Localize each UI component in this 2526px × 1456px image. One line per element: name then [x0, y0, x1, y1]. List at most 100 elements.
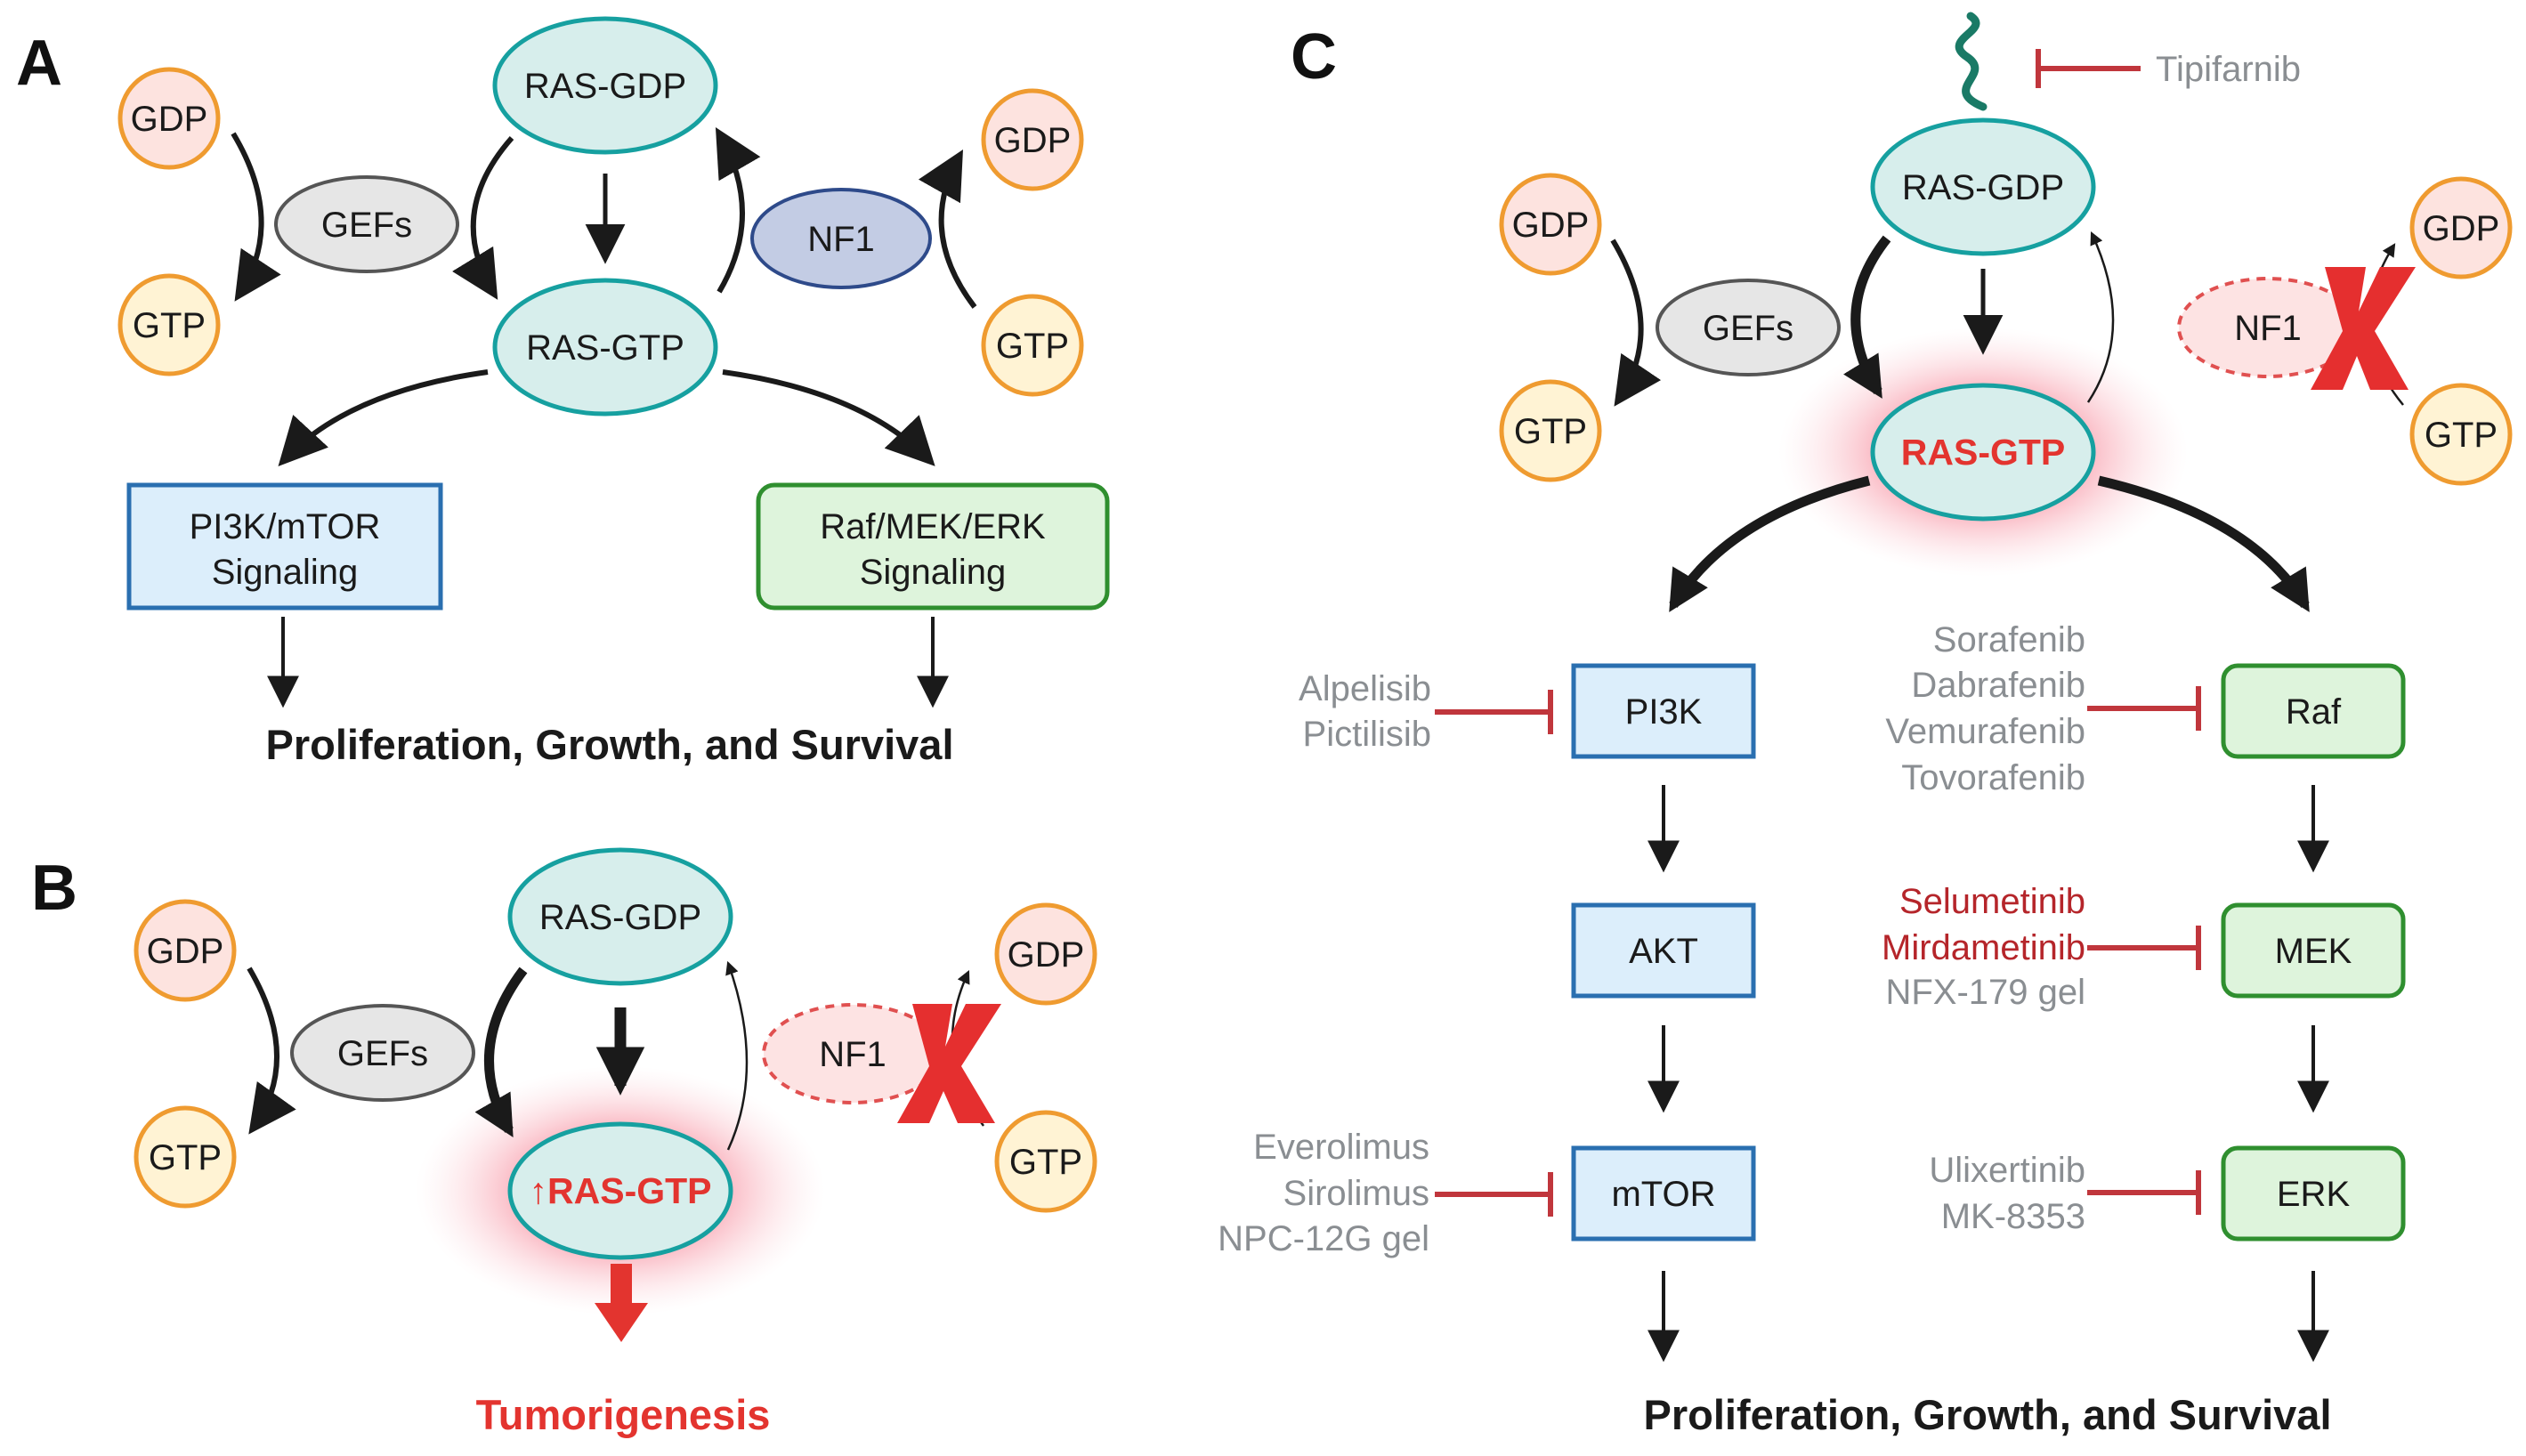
drug-npc-12g-gel: NPC-12G gel — [1218, 1219, 1429, 1258]
raf-mek-erk-box-a: Raf/MEK/ERK Signaling — [756, 482, 1110, 611]
drug-pictilisib: Pictilisib — [1303, 715, 1431, 754]
nf1-node-a: NF1 — [750, 188, 932, 289]
erk-label: ERK — [2277, 1175, 2351, 1214]
panel-label-a: A — [16, 28, 62, 99]
activation-arrow-c — [1843, 235, 1891, 399]
gdp-node-b-right: GDP — [994, 902, 1097, 1006]
raf-box: Raf — [2221, 663, 2406, 759]
drug-vemurafenib: Vemurafenib — [1885, 712, 2085, 751]
panel-label-b: B — [31, 853, 77, 924]
gtp-node-a-left: GTP — [117, 273, 221, 376]
erk-box: ERK — [2221, 1145, 2406, 1242]
ras-gdp-node-b: RAS-GDP — [507, 847, 733, 986]
pi3k-box: PI3K — [1571, 663, 1756, 759]
erk-inhibitor — [2087, 1170, 2201, 1215]
gtp-node-c-left: GTP — [1499, 379, 1602, 482]
gdp-label: GDP — [994, 121, 1072, 160]
outcome-label-c: Proliferation, Growth, and Survival — [1643, 1391, 2331, 1438]
mtor-label: mTOR — [1611, 1175, 1715, 1214]
ras-gdp-label: RAS-GDP — [1902, 168, 2064, 207]
gtp-label: GTP — [1514, 412, 1587, 451]
gtp-node-b-right: GTP — [994, 1110, 1097, 1213]
gdp-node-c-left: GDP — [1499, 173, 1602, 276]
gtp-label: GTP — [149, 1138, 222, 1177]
nf1-label: NF1 — [2234, 309, 2302, 348]
ras-gdp-node-a: RAS-GDP — [492, 16, 718, 155]
loss-x-icon — [2311, 267, 2416, 390]
ras-gtp-node-a: RAS-GTP — [492, 278, 718, 417]
gtp-node-a-right: GTP — [981, 294, 1084, 397]
drug-ulixertinib: Ulixertinib — [1929, 1151, 2085, 1190]
pi3k-branch-arrow-a — [278, 369, 489, 466]
gdp-node-a-right: GDP — [981, 88, 1084, 191]
drug-sirolimus: Sirolimus — [1283, 1174, 1429, 1213]
panel-label-c: C — [1291, 21, 1337, 93]
tumorigenesis-arrow-icon — [595, 1264, 648, 1342]
nf1-lost-node-b: NF1 — [762, 1003, 943, 1104]
pi3k-mtor-signaling-label: Signaling — [212, 553, 359, 592]
raf-label: Raf — [2286, 692, 2342, 732]
drug-everolimus: Everolimus — [1253, 1128, 1429, 1167]
gdp-node-c-right: GDP — [2409, 176, 2513, 279]
pi3k-inhibitor — [1435, 690, 1553, 734]
outcome-label-a: Proliferation, Growth, and Survival — [265, 721, 953, 768]
gefs-label: GEFs — [1703, 309, 1793, 348]
mtor-box: mTOR — [1571, 1145, 1756, 1242]
mek-label: MEK — [2275, 932, 2352, 971]
gef-exchange-arrow-a — [231, 132, 281, 302]
drug-mirdametinib: Mirdametinib — [1882, 928, 2085, 967]
ras-gtp-elevated-label: ↑RAS-GTP — [530, 1170, 712, 1211]
akt-box: AKT — [1571, 902, 1756, 999]
pi3k-mtor-label: PI3K/mTOR — [190, 507, 381, 546]
gef-exchange-arrow-b — [247, 967, 296, 1135]
activation-arrow-b — [474, 967, 528, 1138]
ras-gtp-node-c: RAS-GTP — [1870, 383, 2096, 522]
ras-gdp-node-c: RAS-GDP — [1870, 117, 2096, 256]
loss-x-icon — [897, 1004, 1001, 1123]
akt-label: AKT — [1629, 932, 1698, 971]
panel-c: C Tipifarnib GDP GTP GEFs RAS-GDP — [1218, 12, 2513, 1438]
nf1-label: NF1 — [819, 1035, 887, 1074]
ras-gtp-node-b: ↑RAS-GTP — [507, 1121, 733, 1260]
gtp-label: GTP — [2425, 416, 2498, 455]
gefs-label: GEFs — [321, 206, 412, 245]
gdp-node-b-left: GDP — [134, 899, 237, 1002]
gtp-label: GTP — [1009, 1143, 1082, 1182]
ras-gtp-label: RAS-GTP — [1901, 432, 2066, 473]
raf-inhibitor — [2087, 686, 2201, 731]
drug-sorafenib: Sorafenib — [1933, 620, 2085, 659]
raf-mek-erk-label: Raf/MEK/ERK — [820, 507, 1046, 546]
panel-b: B GDP GTP GEFs RAS-GDP ↑RAS-GTP — [31, 847, 1097, 1438]
mek-inhibitor — [2087, 926, 2201, 970]
drug-dabrafenib: Dabrafenib — [1911, 666, 2085, 705]
gefs-node-a: GEFs — [274, 175, 459, 273]
gdp-node-a-left: GDP — [117, 67, 221, 170]
gef-exchange-arrow-c — [1610, 239, 1662, 407]
drug-tipifarnib: Tipifarnib — [2156, 50, 2301, 89]
gap-exchange-arrow-a — [918, 149, 977, 309]
raf-branch-arrow-c — [2097, 475, 2310, 612]
drug-selumetinib: Selumetinib — [1899, 882, 2085, 921]
pi3k-mtor-box-a: PI3K/mTOR Signaling — [126, 482, 443, 611]
ras-gdp-label: RAS-GDP — [539, 898, 701, 937]
drug-nfx-179-gel: NFX-179 gel — [1885, 973, 2085, 1012]
tumorigenesis-label: Tumorigenesis — [476, 1391, 771, 1438]
drug-alpelisib: Alpelisib — [1299, 669, 1431, 708]
drug-mk-8353: MK-8353 — [1941, 1197, 2085, 1236]
pi3k-label: PI3K — [1625, 692, 1703, 732]
farnesyl-tail-icon — [1955, 12, 1988, 111]
gtp-label: GTP — [133, 306, 206, 345]
gap-arrow-a — [715, 126, 761, 294]
gdp-label: GDP — [131, 100, 208, 139]
mek-box: MEK — [2221, 902, 2406, 999]
tipifarnib-inhibitor — [2036, 49, 2141, 88]
gdp-label: GDP — [147, 932, 224, 971]
gdp-label: GDP — [1512, 206, 1590, 245]
gap-arrow-c — [2086, 231, 2115, 403]
gefs-label: GEFs — [337, 1034, 428, 1073]
ras-gdp-label: RAS-GDP — [524, 67, 686, 106]
gefs-node-c: GEFs — [1656, 279, 1841, 376]
nf1-label: NF1 — [807, 220, 875, 259]
gefs-node-b: GEFs — [290, 1004, 475, 1102]
